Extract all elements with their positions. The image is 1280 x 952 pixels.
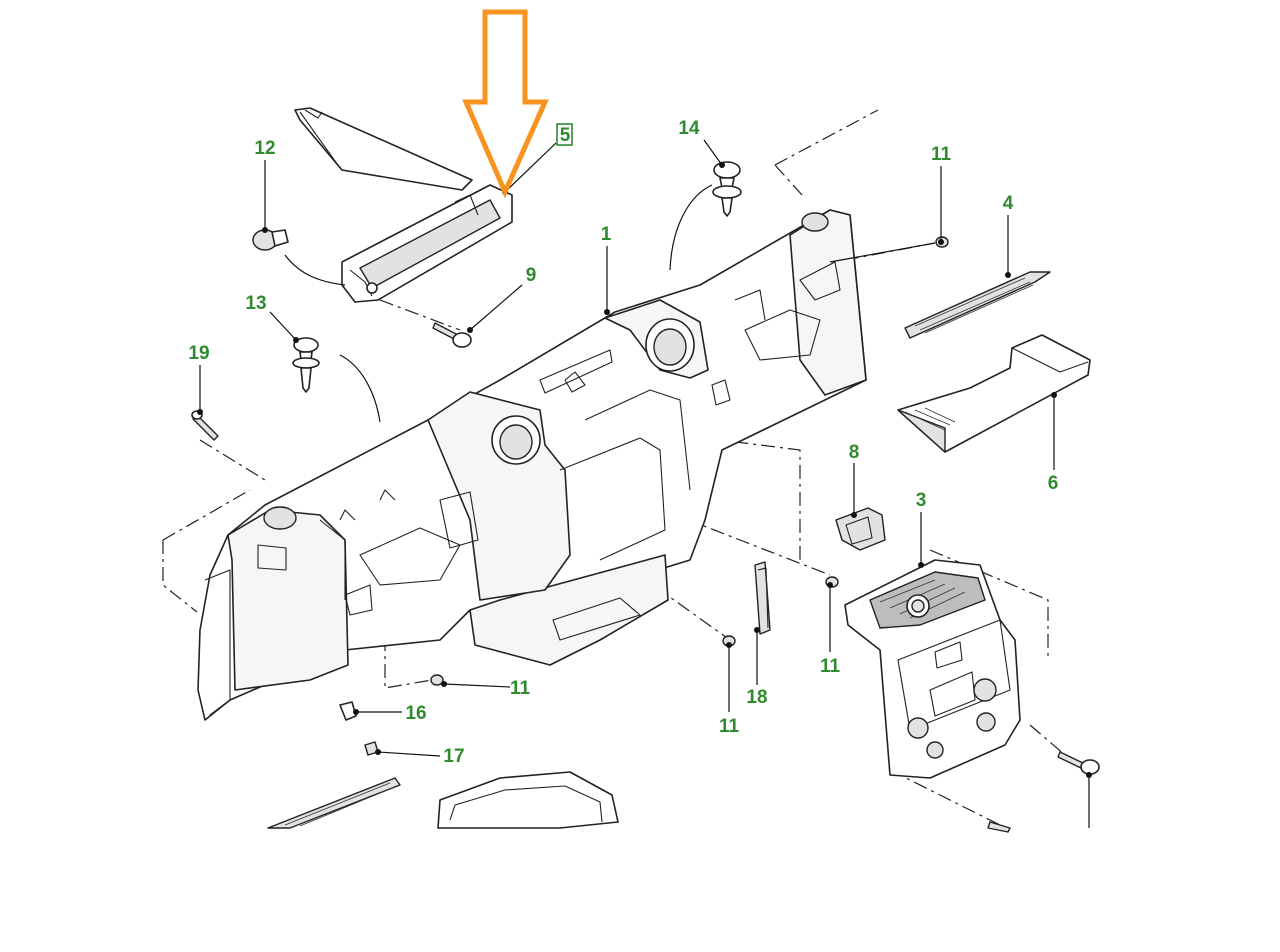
callout-11-lower-left: 11 <box>510 678 531 699</box>
bracket-part <box>835 507 886 551</box>
console-screws <box>987 751 1100 833</box>
callout-11-right: 11 <box>820 656 841 677</box>
down-arrow-icon <box>462 9 549 199</box>
callout-5-frame <box>556 123 573 146</box>
callout-11-center: 11 <box>719 716 740 737</box>
callout-6: 6 <box>1048 473 1059 494</box>
center-console-part <box>844 559 1021 779</box>
screw-9 <box>432 322 472 348</box>
callout-16: 16 <box>405 703 426 724</box>
shelf-tray-part <box>897 334 1091 453</box>
callout-8: 8 <box>849 442 860 463</box>
assembly-arrows <box>284 184 936 423</box>
top-cover-panel <box>294 107 473 191</box>
callout-17: 17 <box>443 746 464 767</box>
callout-18: 18 <box>746 687 767 708</box>
callout-19: 19 <box>188 343 209 364</box>
vent-grille-part <box>904 271 1051 339</box>
dashboard-frame-part <box>197 209 867 721</box>
callout-1: 1 <box>601 224 612 245</box>
callout-5: 5 <box>560 125 571 146</box>
callout-4: 4 <box>1003 193 1014 214</box>
fastener-14 <box>712 161 742 217</box>
callout-12: 12 <box>254 138 275 159</box>
callout-3: 3 <box>916 490 927 511</box>
lower-left-panel <box>267 777 401 829</box>
fastener-12 <box>252 229 289 251</box>
callout-9: 9 <box>526 265 537 286</box>
callout-13: 13 <box>245 293 266 314</box>
fastener-16 <box>339 701 357 721</box>
callout-labels: 1 3 4 5 6 8 9 11 11 11 11 12 13 14 16 17… <box>188 118 1058 767</box>
callout-11-top: 11 <box>931 144 952 165</box>
callout-14: 14 <box>678 118 700 139</box>
lower-center-panel <box>437 771 619 829</box>
fastener-13 <box>292 337 320 393</box>
leader-lines <box>197 139 1092 828</box>
trim-strip-part <box>754 561 771 635</box>
screw-19 <box>191 410 219 441</box>
grab-handle-part <box>341 184 513 303</box>
